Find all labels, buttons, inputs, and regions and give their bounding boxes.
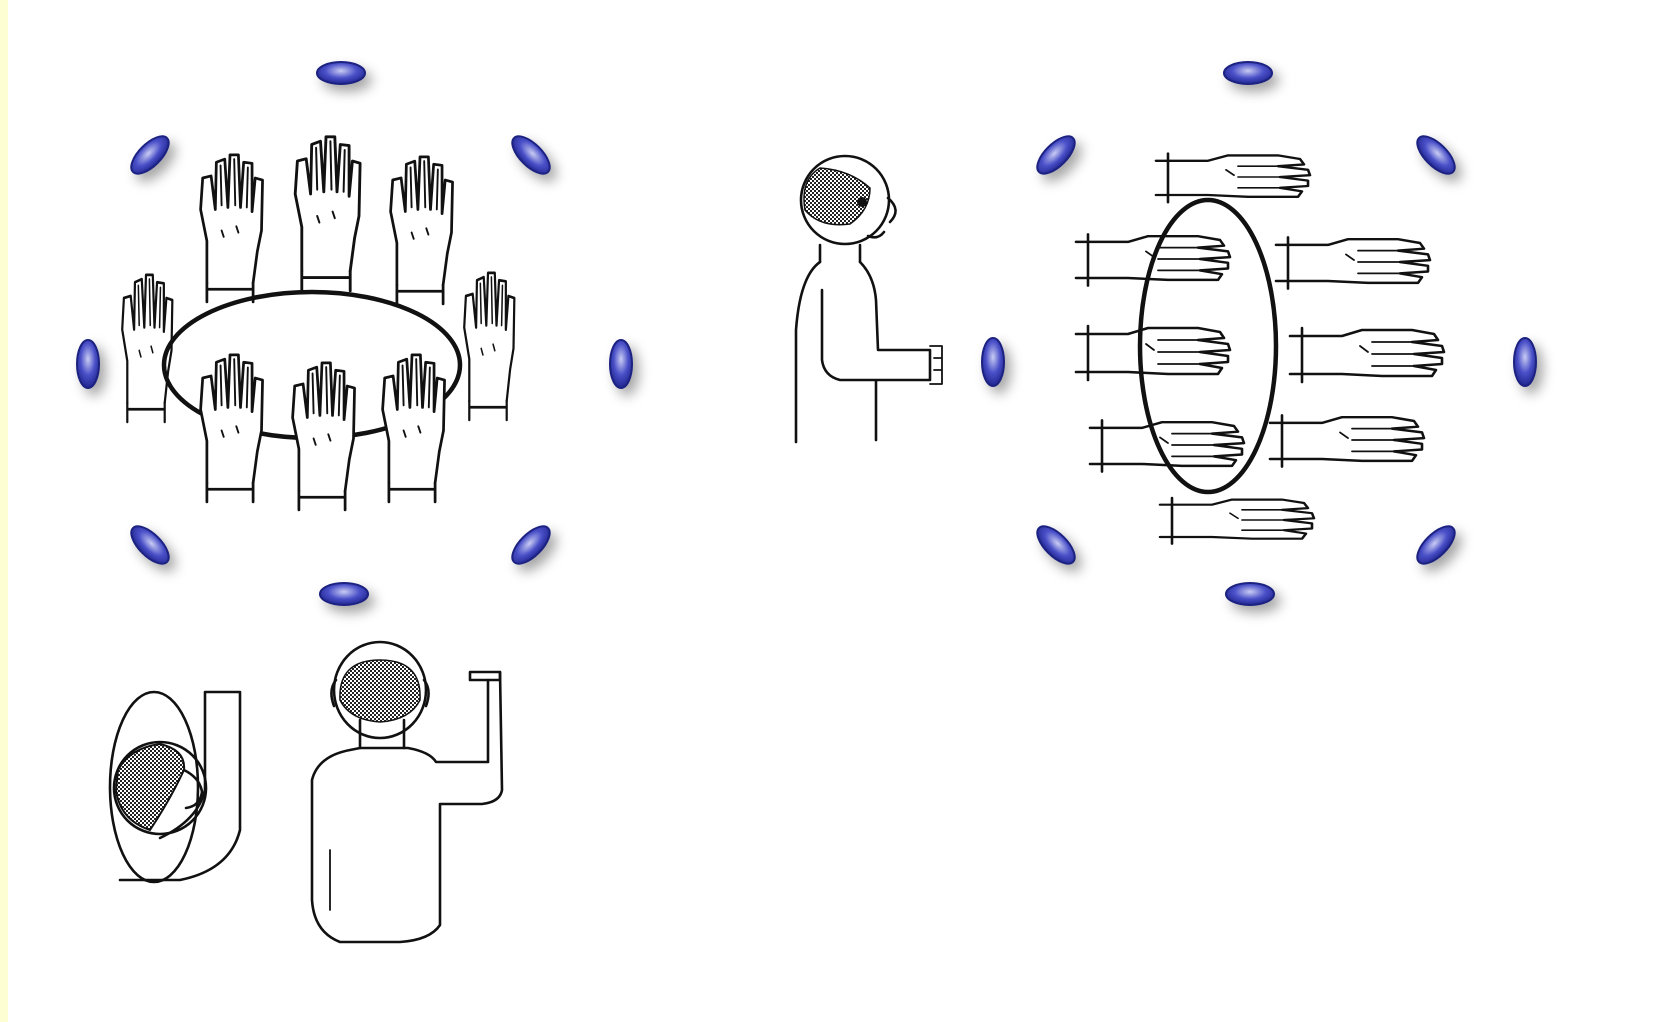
hand-row-back-bottom <box>1160 498 1314 544</box>
hand-back-left <box>201 155 263 302</box>
person-side-view <box>796 156 942 442</box>
motion-marker <box>320 583 368 605</box>
motion-marker <box>1411 130 1460 179</box>
hand-row-front-upper <box>1276 237 1430 288</box>
hand-row-front-middle <box>1290 328 1444 382</box>
motion-marker <box>125 130 174 179</box>
hand-back-center <box>295 137 360 291</box>
hand-row-back-top <box>1156 154 1310 203</box>
motion-marker <box>1514 338 1536 386</box>
person-top-view <box>110 692 240 882</box>
motion-marker <box>982 338 1004 386</box>
figure-horizontal-circle <box>122 137 514 510</box>
hand-back-right <box>391 157 453 304</box>
motion-marker <box>1224 62 1272 84</box>
motion-marker <box>1226 583 1274 605</box>
motion-marker <box>1031 520 1080 569</box>
motion-marker <box>506 130 555 179</box>
person-back-view <box>310 642 502 942</box>
motion-marker <box>125 520 174 569</box>
motion-marker <box>1411 520 1460 569</box>
hand-row-front-lower <box>1270 415 1424 466</box>
hand-front-right <box>383 355 445 502</box>
motion-marker <box>1031 130 1080 179</box>
figure-vertical-circle <box>1076 154 1444 544</box>
hand-front-center <box>293 363 355 510</box>
motion-marker <box>77 340 99 388</box>
motion-marker <box>317 62 365 84</box>
motion-marker <box>610 340 632 388</box>
hand-front-left <box>201 355 263 502</box>
hand-row-back-middle <box>1076 326 1230 380</box>
hand-side-right <box>464 273 514 420</box>
hand-side-left <box>122 275 172 422</box>
motion-marker <box>506 520 555 569</box>
